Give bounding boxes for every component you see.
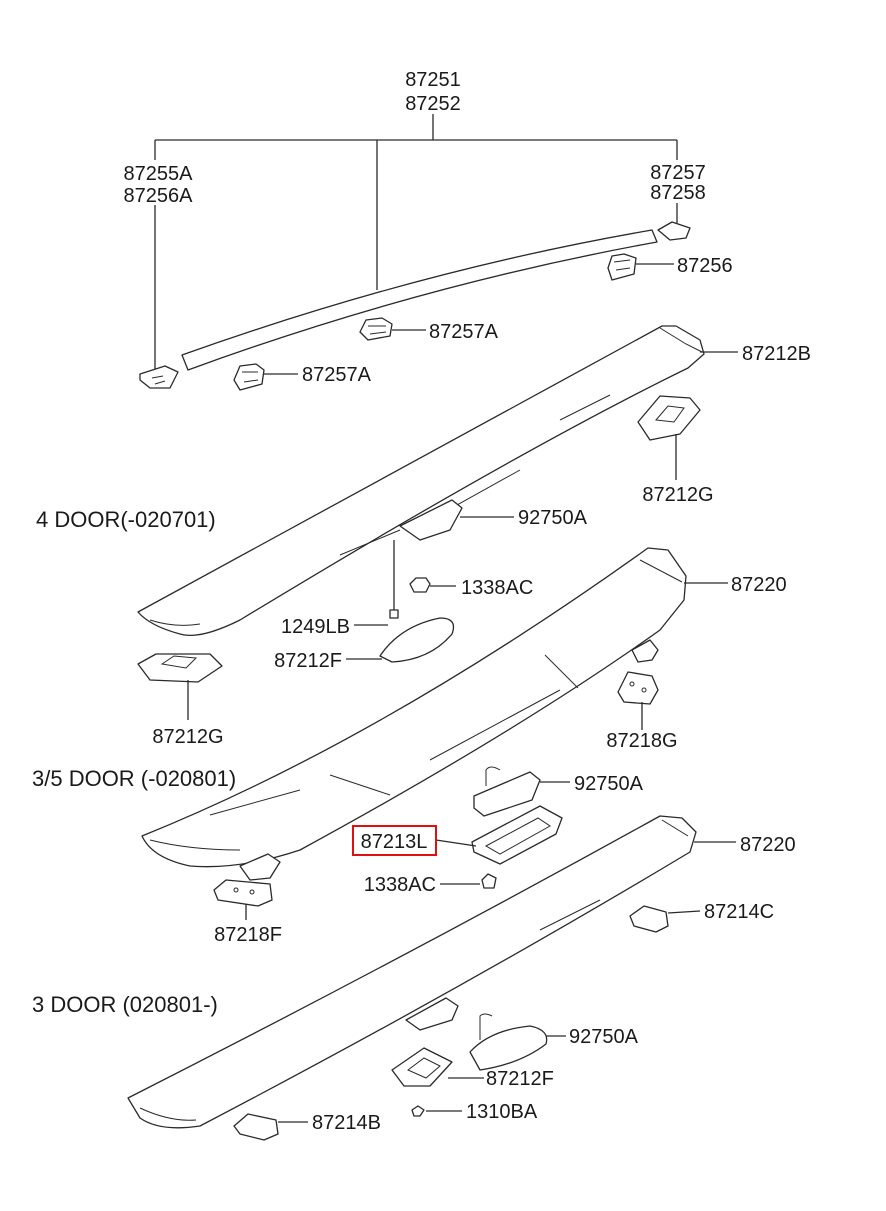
nut-1338AC-upper bbox=[409, 577, 431, 593]
spoiler-leg-left bbox=[239, 853, 281, 881]
label-87213L: 87213L bbox=[361, 831, 428, 853]
bracket-87218F bbox=[213, 879, 273, 907]
label-1338AC-lower: 1338AC bbox=[364, 874, 436, 896]
pad-87212F-lower bbox=[391, 1047, 453, 1087]
label-87220-lower: 87220 bbox=[740, 834, 796, 856]
label-92750A-middle: 92750A bbox=[574, 773, 644, 795]
housing-87213L bbox=[471, 805, 563, 865]
label-87214B: 87214B bbox=[312, 1112, 381, 1134]
spoiler-leg-right bbox=[631, 639, 659, 663]
clip-87256 bbox=[607, 253, 637, 281]
spoiler-3door bbox=[127, 815, 697, 1129]
label-1249LB: 1249LB bbox=[281, 616, 350, 638]
label-87256A: 87256A bbox=[124, 185, 194, 207]
label-87212G-right: 87212G bbox=[642, 484, 713, 506]
bracket-87214C bbox=[629, 905, 669, 933]
label-87220-upper: 87220 bbox=[731, 574, 787, 596]
label-87212F-upper: 87212F bbox=[274, 650, 342, 672]
spoiler-4door-group bbox=[137, 325, 738, 720]
label-1310BA: 1310BA bbox=[466, 1101, 538, 1123]
label-87218G: 87218G bbox=[606, 730, 677, 752]
section-4door: 4 DOOR(-020701) bbox=[36, 507, 216, 532]
label-87212F-lower: 87212F bbox=[486, 1068, 554, 1090]
end-cap-right bbox=[657, 221, 691, 241]
label-87252: 87252 bbox=[405, 93, 461, 115]
label-1338AC-upper: 1338AC bbox=[461, 577, 533, 599]
clip-87257A-upper bbox=[359, 317, 393, 341]
section-35door: 3/5 DOOR (-020801) bbox=[32, 766, 236, 791]
highlight-87213L bbox=[352, 825, 437, 856]
bolt-1249LB bbox=[389, 609, 399, 619]
pad-87212G-left bbox=[137, 653, 223, 683]
screw-1310BA bbox=[411, 1105, 425, 1117]
label-87212B: 87212B bbox=[742, 343, 811, 365]
bracket-87214B bbox=[233, 1113, 279, 1141]
label-87212G-left: 87212G bbox=[152, 726, 223, 748]
label-87251: 87251 bbox=[405, 69, 461, 91]
spoiler-35door-group bbox=[141, 547, 728, 920]
label-87255A: 87255A bbox=[124, 163, 194, 185]
spoiler-4door bbox=[137, 325, 705, 637]
label-92750A-upper: 92750A bbox=[518, 507, 588, 529]
spoiler-3door-group bbox=[127, 815, 736, 1141]
lamp-92750A-middle bbox=[473, 771, 541, 817]
roof-molding-group bbox=[139, 114, 691, 391]
pad-87212G-right bbox=[637, 395, 701, 441]
label-87257A-upper: 87257A bbox=[429, 321, 499, 343]
label-87257: 87257 bbox=[650, 162, 706, 184]
nut-1338AC-lower bbox=[481, 873, 497, 889]
label-92750A-lower: 92750A bbox=[569, 1026, 639, 1048]
spoiler-35door bbox=[141, 547, 687, 868]
lens-87212F-upper bbox=[379, 617, 455, 663]
roof-molding-strip bbox=[181, 229, 658, 371]
lamp-mount-3door bbox=[405, 997, 459, 1031]
label-87218F: 87218F bbox=[214, 924, 282, 946]
bracket-87218G bbox=[617, 671, 659, 705]
label-87214C: 87214C bbox=[704, 901, 774, 923]
label-87258: 87258 bbox=[650, 182, 706, 204]
clip-87257A-lower bbox=[233, 363, 265, 391]
label-87256: 87256 bbox=[677, 255, 733, 277]
section-3door: 3 DOOR (020801-) bbox=[32, 992, 218, 1017]
label-87257A-lower: 87257A bbox=[302, 364, 372, 386]
lamp-housing-4door bbox=[399, 499, 463, 541]
lamp-92750A-lower bbox=[469, 1025, 548, 1071]
